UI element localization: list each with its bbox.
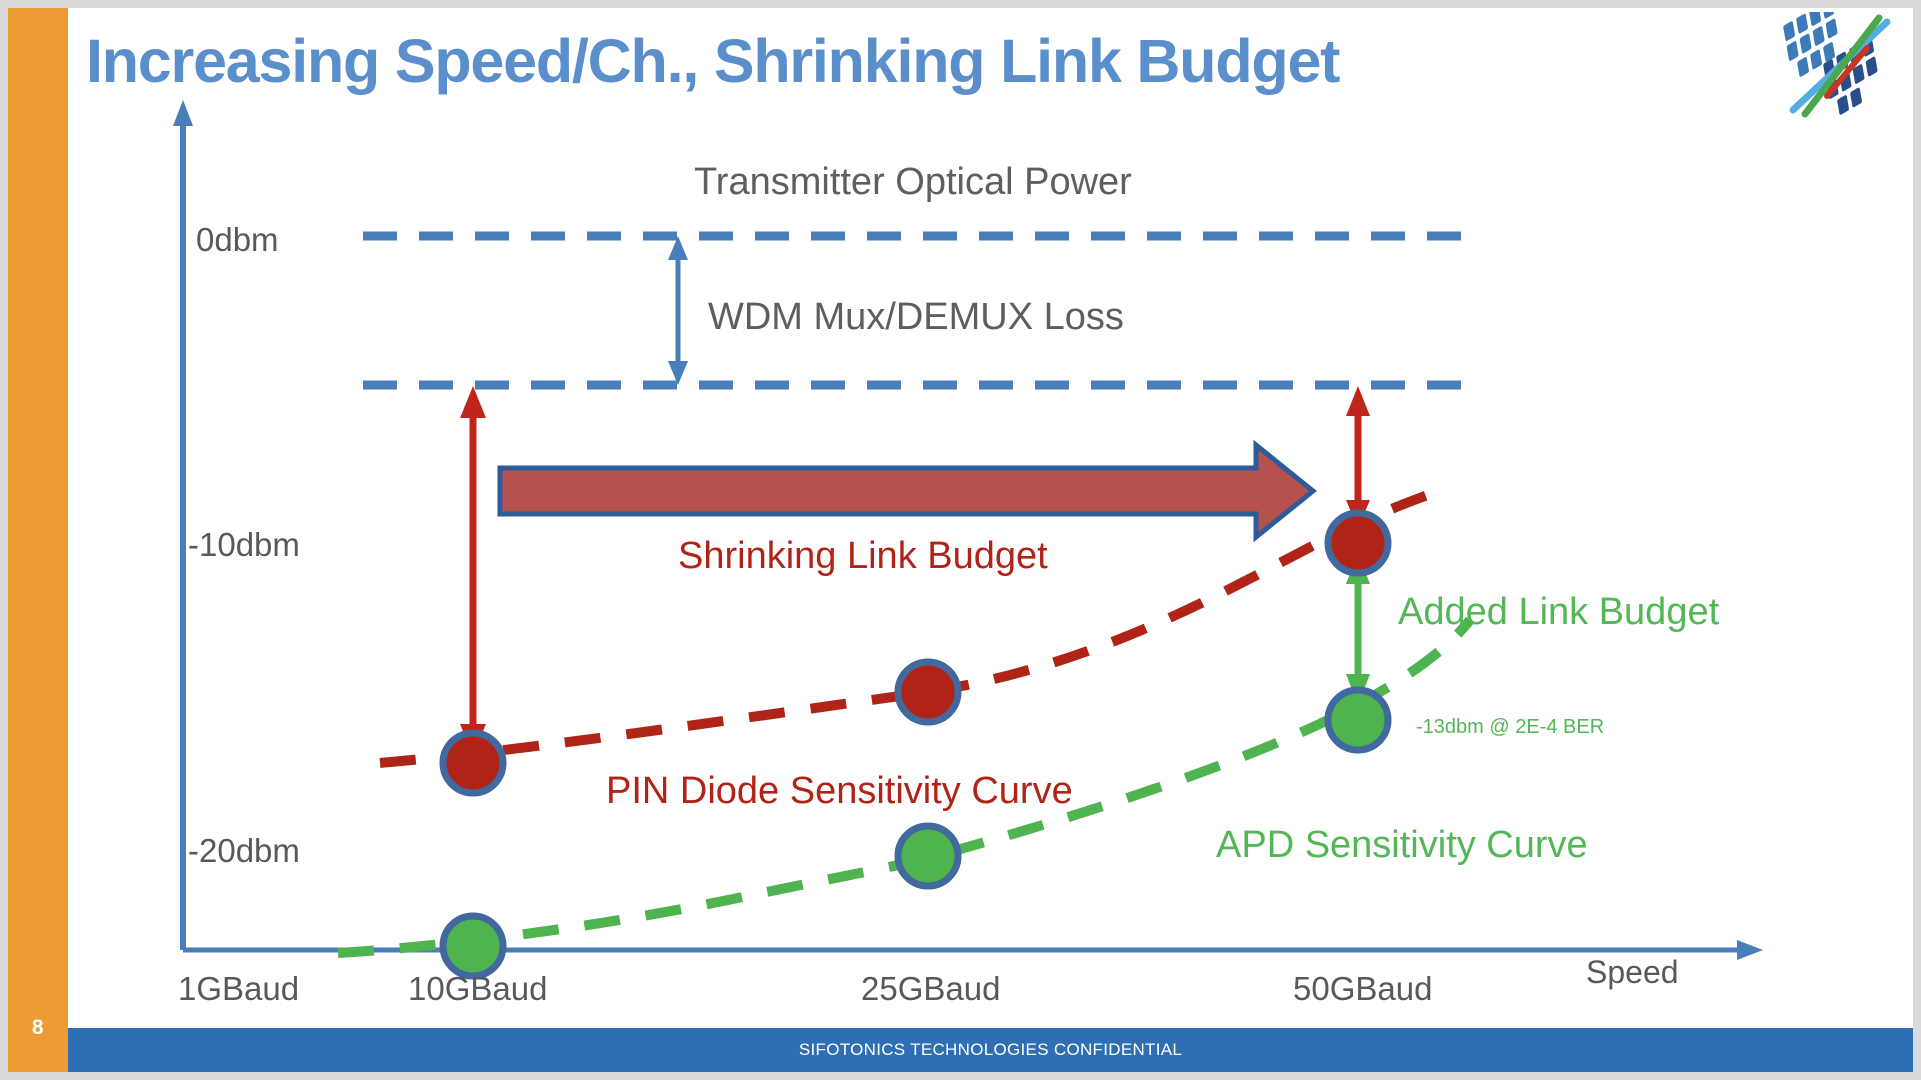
shrinking-link-budget-block-arrow (497, 439, 1317, 543)
pin-link-budget-arrow-10g (460, 386, 486, 756)
y-tick-20dbm: -20dbm (188, 832, 300, 869)
footer-text: SIFOTONICS TECHNOLOGIES CONFIDENTIAL (798, 1040, 1183, 1059)
y-tick-0dbm: 0dbm (196, 221, 279, 258)
y-tick-10dbm: -10dbm (188, 526, 300, 563)
x-tick-50gbaud: 50GBaud (1293, 970, 1433, 1007)
annotation-pin-curve-label: PIN Diode Sensitivity Curve (606, 770, 1073, 812)
x-axis-title: Speed (1586, 954, 1679, 990)
pin-marker-25gbaud (894, 658, 962, 726)
y-axis (173, 100, 193, 950)
annotation-apd-curve-label: APD Sensitivity Curve (1216, 824, 1588, 866)
apd-marker-50gbaud (1324, 686, 1392, 754)
apd-marker-10gbaud (439, 912, 507, 980)
slide-canvas: 8 Increasing Speed/Ch., Shrinking Link B… (8, 0, 1913, 1072)
pin-diode-sensitivity-curve (379, 486, 1442, 768)
accent-bar (8, 8, 68, 1072)
pin-marker-50gbaud (1324, 509, 1392, 577)
chart-plot-area: 0dbm -10dbm -20dbm 1GBaud 10GBaud 25GBau… (8, 8, 1913, 1072)
annotation-shrinking-link-budget: Shrinking Link Budget (678, 535, 1048, 577)
x-tick-25gbaud: 25GBaud (861, 970, 1001, 1007)
annotation-wdm-loss: WDM Mux/DEMUX Loss (708, 296, 1124, 338)
page-title: Increasing Speed/Ch., Shrinking Link Bud… (86, 27, 1340, 95)
annotation-transmitter-power: Transmitter Optical Power (694, 161, 1132, 203)
apd-marker-25gbaud (894, 822, 962, 890)
x-tick-10gbaud: 10GBaud (408, 970, 548, 1007)
x-tick-1gbaud: 1GBaud (178, 970, 300, 1007)
pin-marker-10gbaud (439, 729, 507, 797)
wdm-loss-arrow (668, 236, 688, 385)
sifotonics-logo (1775, 0, 1905, 120)
pin-link-budget-arrow-50g (1346, 386, 1370, 528)
annotation-added-link-budget: Added Link Budget (1398, 591, 1720, 633)
slide-number: 8 (31, 1016, 45, 1039)
annotation-apd-sensitivity-value: -13dbm @ 2E-4 BER (1416, 716, 1605, 738)
footer-bar (68, 1028, 1913, 1072)
